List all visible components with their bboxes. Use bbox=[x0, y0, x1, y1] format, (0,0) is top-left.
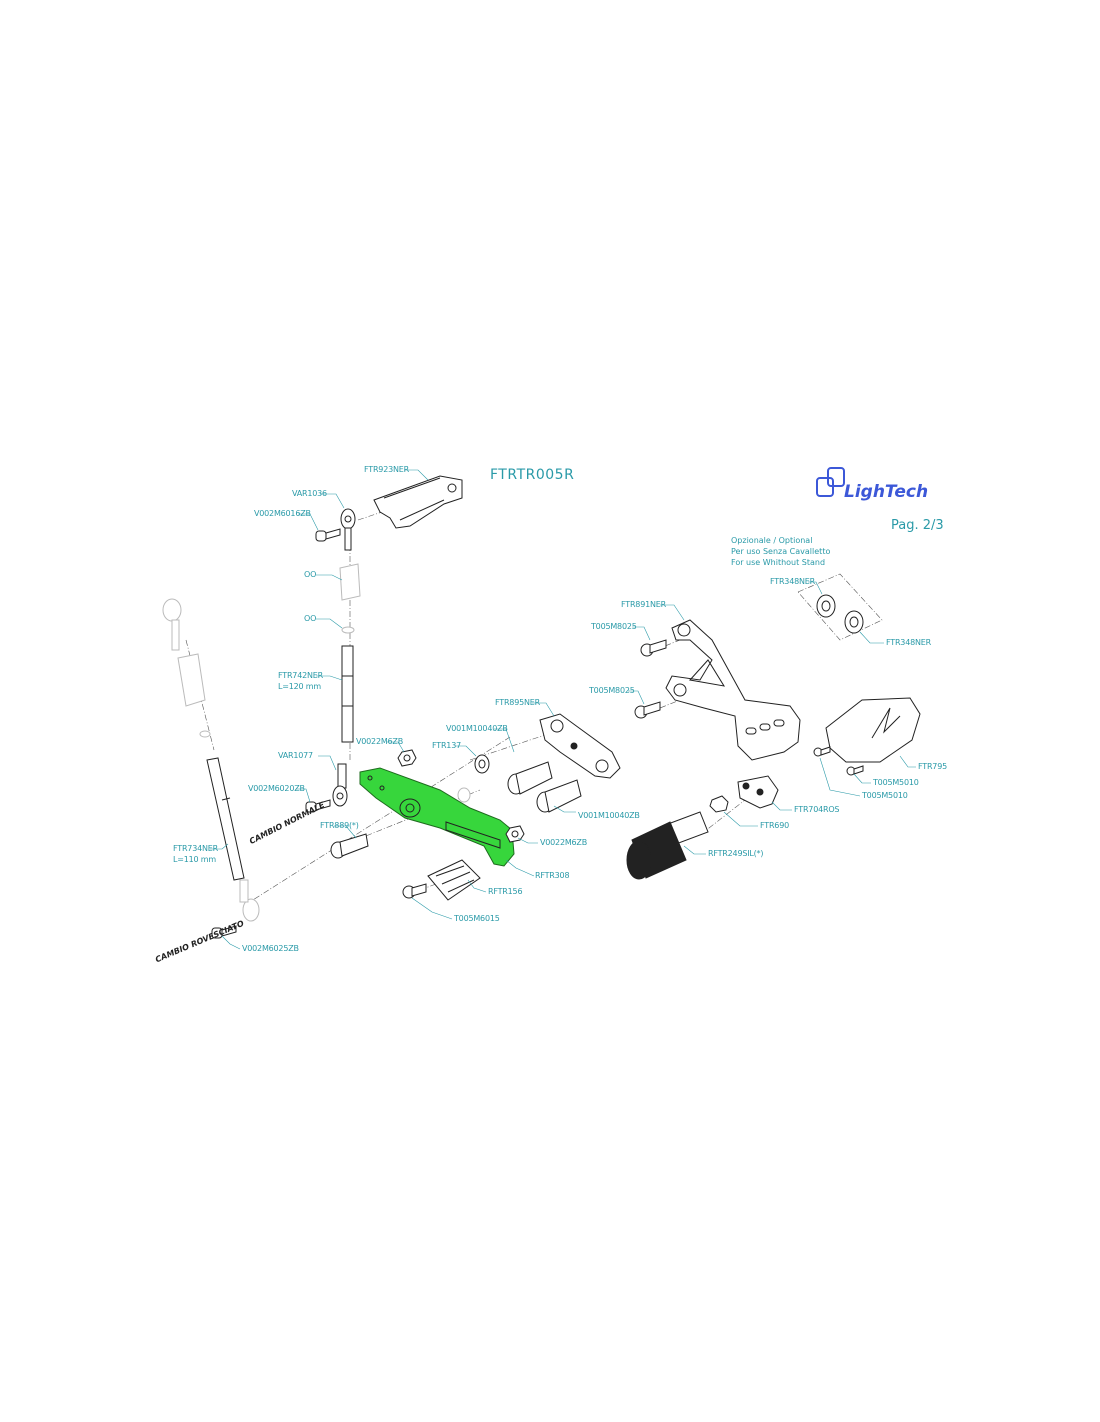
screw-t005m8025-lower bbox=[634, 701, 661, 719]
screw-t005m6015 bbox=[402, 883, 427, 899]
brand-name: LighTech bbox=[844, 482, 929, 502]
peg-rftr156 bbox=[427, 859, 481, 901]
part-label-var1077: VAR1077 bbox=[278, 751, 313, 760]
rod-ftr742ner bbox=[341, 645, 354, 743]
part-label-ftr742ner-length: L=120 mm bbox=[278, 682, 321, 691]
part-label-ftr348ner-upper: FTR348NER bbox=[770, 577, 815, 586]
page-number: Pag. 2/3 bbox=[891, 518, 944, 533]
nut-ftr690 bbox=[709, 795, 729, 813]
rearset-plate-ftr891ner bbox=[665, 619, 801, 761]
bolt-v001m10040zb-upper bbox=[507, 761, 553, 795]
part-label-ftr742ner: FTR742NER bbox=[278, 671, 323, 680]
part-label-ftr895ner: FTR895NER bbox=[495, 698, 540, 707]
part-label-ftr690: FTR690 bbox=[760, 821, 789, 830]
screw-t005m8025-upper bbox=[640, 639, 667, 657]
rod-end-var1077 bbox=[332, 763, 348, 807]
part-label-ftr348ner-lower: FTR348NER bbox=[886, 638, 931, 647]
bolt-v001m10040zb-lower bbox=[536, 779, 582, 813]
part-label-ftr704ros: FTR704ROS bbox=[794, 805, 840, 814]
part-label-ftr891ner: FTR891NER bbox=[621, 600, 666, 609]
part-label-v0022m6zb-lower: V0022M6ZB bbox=[540, 838, 587, 847]
ghost-rod-end-lower bbox=[239, 879, 260, 922]
optional-spacers-box bbox=[797, 573, 883, 641]
part-label-rftr156: RFTR156 bbox=[488, 887, 523, 896]
screw-ftr889 bbox=[330, 833, 369, 859]
washer-ftr137 bbox=[474, 754, 490, 774]
part-label-t005m5010-b: T005M5010 bbox=[862, 791, 908, 800]
part-label-rftr249sil: RFTR249SIL(*) bbox=[708, 849, 764, 858]
optional-note-line2: Per uso Senza Cavalletto bbox=[731, 547, 831, 556]
axis-line bbox=[699, 799, 746, 836]
lever-rftr308 bbox=[359, 767, 515, 867]
part-label-ftr889: FTR889(*) bbox=[320, 821, 359, 830]
part-label-ftr923ner: FTR923NER bbox=[364, 465, 409, 474]
screw-t005m5010-b bbox=[846, 765, 864, 776]
bracket-ftr923ner bbox=[373, 475, 463, 529]
part-label-v002m6025zb: V002M6025ZB bbox=[242, 944, 299, 953]
part-label-v0022m6zb-upper: V0022M6ZB bbox=[356, 737, 403, 746]
rod-end-var1036 bbox=[340, 508, 356, 551]
axis-line bbox=[244, 736, 511, 906]
nut-oo-lower bbox=[341, 626, 355, 634]
part-label-ftr137: FTR137 bbox=[432, 741, 461, 750]
nut-v0022m6zb-upper bbox=[397, 749, 417, 767]
nut-v0022m6zb-lower bbox=[505, 825, 525, 843]
nut-oo-upper bbox=[339, 563, 361, 601]
rod-ftr734ner bbox=[206, 757, 245, 881]
part-label-t005m5010-a: T005M5010 bbox=[873, 778, 919, 787]
part-label-ftr734ner-length: L=110 mm bbox=[173, 855, 216, 864]
link-plate-ftr895ner bbox=[539, 713, 621, 779]
screw-v002m6016zb bbox=[315, 528, 341, 542]
brand-logo-mark bbox=[816, 467, 845, 497]
part-label-v002m6020zb: V002M6020ZB bbox=[248, 784, 305, 793]
part-label-ftr795: FTR795 bbox=[918, 762, 947, 771]
screw-t005m5010-a bbox=[813, 746, 831, 757]
part-label-v001m10040zb-upper: V001M10040ZB bbox=[446, 724, 508, 733]
part-label-v002m6016zb: V002M6016ZB bbox=[254, 509, 311, 518]
part-label-t005m8025-upper: T005M8025 bbox=[591, 622, 637, 631]
part-label-oo-upper: OO bbox=[304, 570, 317, 579]
leader-lines bbox=[210, 469, 916, 950]
ghost-washer bbox=[457, 787, 471, 803]
diagram-code-title: FTRTR005R bbox=[490, 467, 575, 483]
part-label-oo-lower: OO bbox=[304, 614, 317, 623]
optional-note-line3: For use Whithout Stand bbox=[731, 558, 826, 567]
optional-note-line1: Opzionale / Optional bbox=[731, 536, 813, 545]
part-label-var1036: VAR1036 bbox=[292, 489, 327, 498]
part-label-t005m8025-lower: T005M8025 bbox=[589, 686, 635, 695]
part-label-v001m10040zb-lower: V001M10040ZB bbox=[578, 811, 640, 820]
footpeg-rftr249sil bbox=[626, 811, 709, 880]
adapter-ftr704ros bbox=[737, 775, 779, 809]
part-label-t005m6015: T005M6015 bbox=[454, 914, 500, 923]
screw-v002m6020zb bbox=[305, 799, 331, 813]
heel-guard-ftr795 bbox=[825, 697, 921, 763]
part-label-rftr308: RFTR308 bbox=[535, 871, 570, 880]
ghost-rod-end-upper bbox=[162, 598, 211, 738]
part-label-ftr734ner: FTR734NER bbox=[173, 844, 218, 853]
screw-v002m6025zb bbox=[211, 925, 237, 939]
